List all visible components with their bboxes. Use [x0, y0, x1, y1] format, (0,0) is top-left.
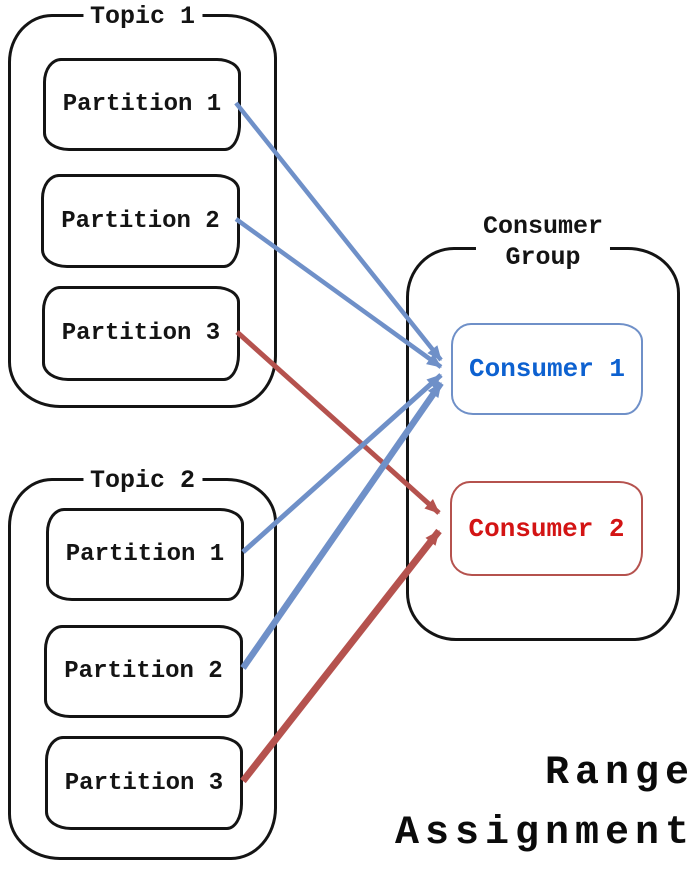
- consumer2-label: Consumer 2: [468, 513, 625, 544]
- topic2-partition2-box: Partition 2: [44, 625, 243, 718]
- diagram-title-line1: Range: [544, 751, 695, 796]
- consumer-group-label: Consumer Group: [475, 211, 611, 273]
- topic1-partition3-label: Partition 3: [61, 320, 221, 347]
- diagram-title: Range Assignment: [395, 744, 695, 864]
- consumer-group-label-line2: Group: [505, 243, 581, 272]
- topic2-partition2-label: Partition 2: [64, 658, 223, 685]
- topic1-partition1-box: Partition 1: [43, 58, 241, 151]
- topic1-partition2-label: Partition 2: [61, 207, 220, 235]
- topic1-group-box: Topic 1 Partition 1 Partition 2 Partitio…: [8, 2, 277, 408]
- topic2-partition3-box: Partition 3: [45, 736, 243, 830]
- topic1-partition1-label: Partition 1: [62, 91, 222, 118]
- topic2-partition3-label: Partition 3: [64, 769, 224, 797]
- consumer1-label: Consumer 1: [468, 354, 626, 384]
- topic1-label: Topic 1: [82, 2, 203, 32]
- consumer2-box: Consumer 2: [450, 481, 643, 576]
- consumer-group-label-line1: Consumer: [482, 212, 604, 241]
- topic1-partition2-box: Partition 2: [41, 174, 240, 268]
- consumer-group-box: Consumer Group Consumer 1 Consumer 2: [406, 211, 680, 641]
- topic2-partition1-box: Partition 1: [46, 508, 244, 601]
- topic2-partition1-label: Partition 1: [65, 541, 225, 568]
- diagram-title-line2: Assignment: [394, 811, 695, 856]
- consumer1-box: Consumer 1: [451, 323, 643, 415]
- topic2-label: Topic 2: [82, 466, 203, 496]
- topic2-group-box: Topic 2 Partition 1 Partition 2 Partitio…: [8, 466, 277, 860]
- topic1-partition3-box: Partition 3: [42, 286, 240, 381]
